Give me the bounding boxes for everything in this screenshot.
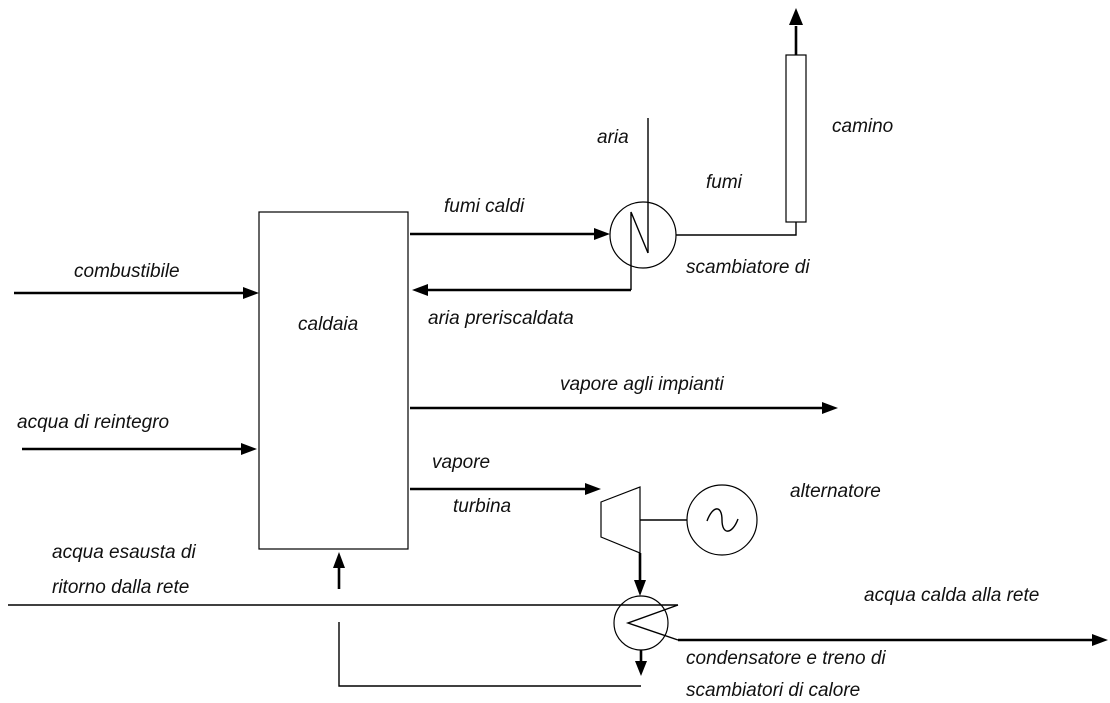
turbine-exhaust-arrow — [634, 553, 646, 596]
label-condensatore-2: scambiatori di calore — [686, 680, 861, 701]
label-vapore-impianti: vapore agli impianti — [560, 374, 724, 395]
alternatore-generator — [686, 484, 758, 556]
label-vapore: vapore — [432, 452, 491, 473]
fumi-line — [676, 222, 797, 236]
label-caldaia: caldaia — [298, 314, 359, 335]
vapore-flow-arrow — [410, 483, 601, 495]
label-condensatore-1: condensatore e treno di — [686, 648, 886, 669]
label-scambiatore: scambiatore di — [686, 257, 810, 278]
label-acqua-esausta-1: acqua esausta di — [52, 542, 196, 563]
return-loop-line — [338, 622, 641, 687]
camino-stack — [785, 8, 807, 223]
label-fumi-caldi: fumi caldi — [444, 196, 525, 217]
vapore-impianti-flow-arrow — [410, 402, 838, 414]
acqua-calda-flow-arrow — [678, 634, 1108, 646]
condensate-arrow — [635, 650, 647, 676]
aria-preriscaldata-flow-arrow — [412, 284, 631, 296]
label-acqua-calda: acqua calda alla rete — [864, 585, 1040, 606]
feedwater-arrow — [333, 552, 345, 589]
condensatore-exchanger — [8, 595, 679, 651]
turbina-turbine — [600, 486, 641, 554]
caldaia-boiler — [258, 211, 409, 550]
label-combustibile: combustibile — [74, 261, 180, 282]
label-aria-preriscaldata: aria preriscaldata — [428, 308, 574, 329]
label-camino: camino — [832, 116, 894, 137]
label-aria: aria — [597, 127, 629, 148]
label-turbina: turbina — [453, 496, 512, 517]
acqua-reintegro-flow-arrow — [22, 443, 257, 455]
combustibile-flow-arrow — [14, 287, 259, 299]
label-acqua-esausta-2: ritorno dalla rete — [52, 577, 190, 598]
label-fumi: fumi — [706, 172, 742, 193]
label-acqua-reintegro: acqua di reintegro — [17, 412, 170, 433]
fumi-caldi-flow-arrow — [410, 228, 610, 240]
label-alternatore: alternatore — [790, 481, 881, 502]
